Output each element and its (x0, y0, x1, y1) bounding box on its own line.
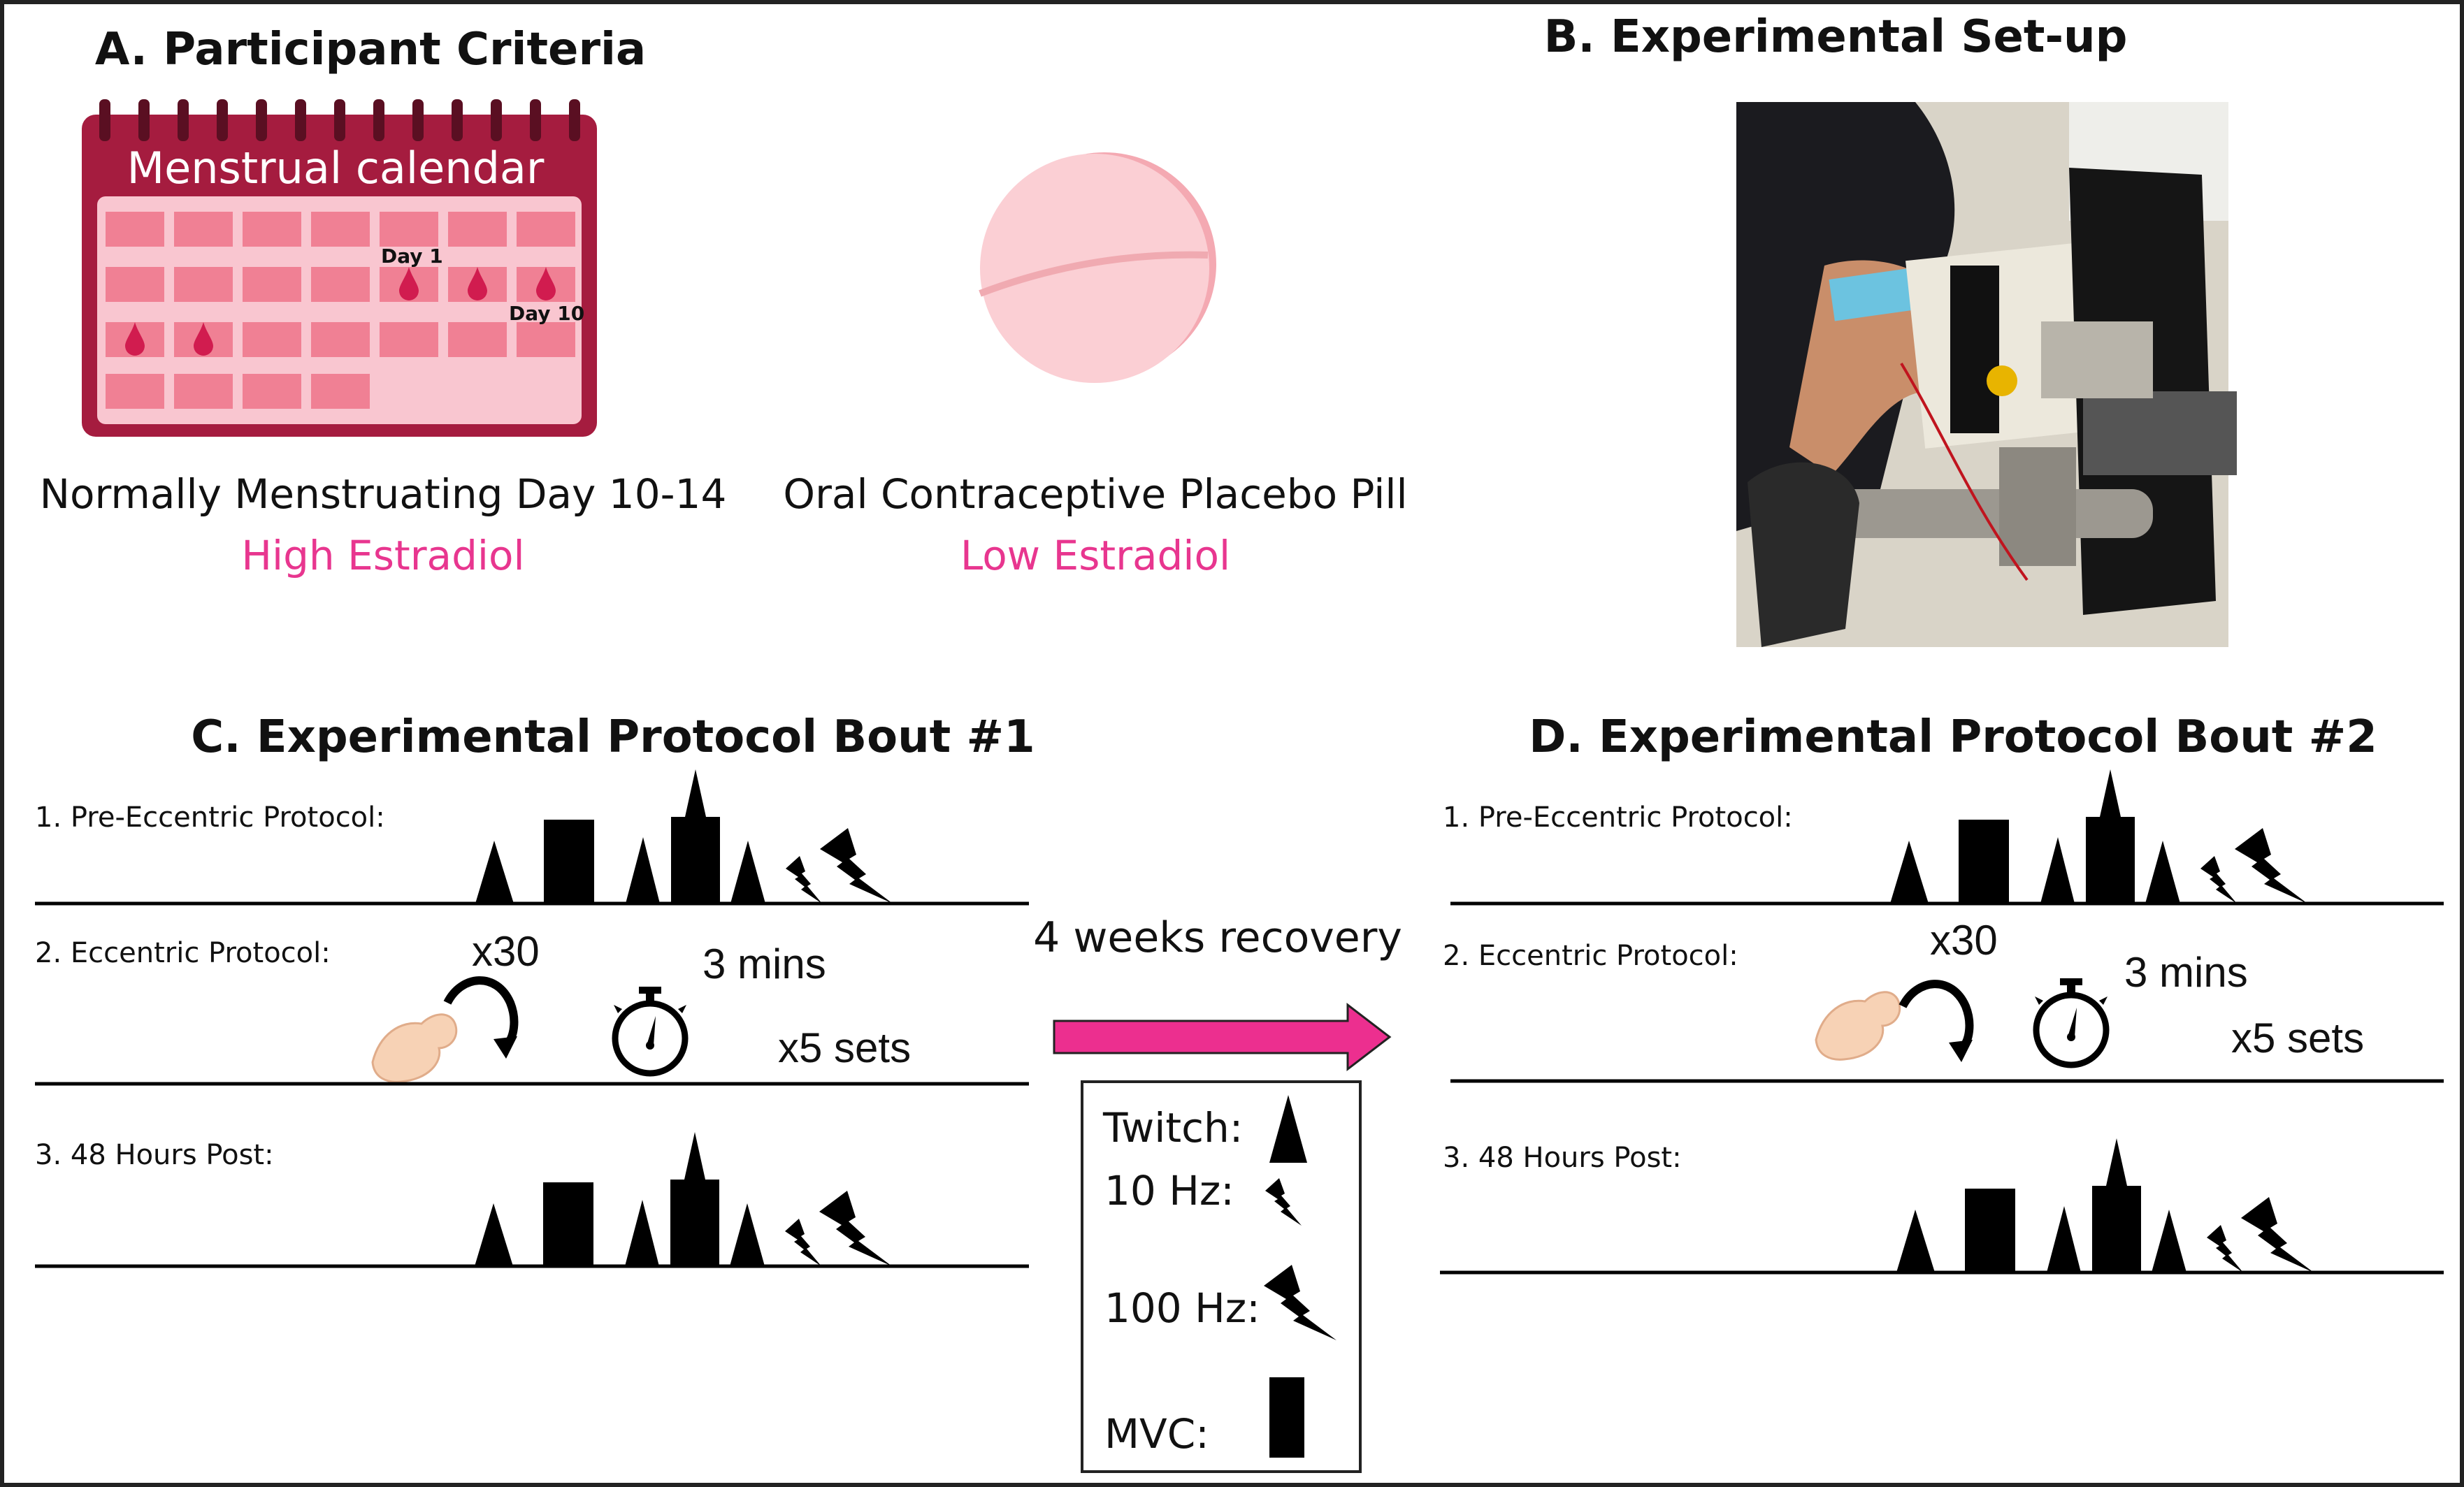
recovery-arrow (1053, 1002, 1392, 1072)
legend-mvc-icon (1269, 1377, 1304, 1458)
calendar-day-cell (243, 322, 301, 357)
placebo-pill-icon (979, 152, 1216, 383)
calendar-day-cell (517, 212, 575, 247)
calendar-day-cell (380, 212, 438, 247)
panel-a-title: A. Participant Criteria (95, 24, 646, 75)
c-step3-label: 3. 48 Hours Post: (35, 1139, 274, 1171)
calendar-day-cell (311, 212, 370, 247)
calendar-day-cell (311, 374, 370, 409)
c-step1-label: 1. Pre-Eccentric Protocol: (35, 801, 385, 834)
day-10-label: Day 10 (509, 302, 584, 325)
calendar-day-cell (106, 374, 164, 409)
legend-100hz-label: 100 Hz: (1104, 1284, 1260, 1332)
c-reps: x30 (472, 928, 540, 975)
d-sets: x5 sets (2231, 1015, 2364, 1061)
blood-drop-icon (399, 267, 419, 300)
calendar-day-cell (174, 212, 233, 247)
blood-drop-icon (536, 267, 556, 300)
recovery-label: 4 weeks recovery (1033, 913, 1402, 962)
calendar-day-cell (106, 212, 164, 247)
calendar-day-cell (243, 374, 301, 409)
panel-c-title: C. Experimental Protocol Bout #1 (191, 711, 1035, 763)
panel-b-title: B. Experimental Set-up (1544, 11, 2128, 63)
calendar-day-cell (243, 267, 301, 302)
group1-hormone: High Estradiol (241, 532, 524, 579)
calendar-day-cell (517, 322, 575, 357)
legend-box: Twitch: 10 Hz: 100 Hz: MVC: (1081, 1080, 1362, 1473)
calendar-day-cell (380, 322, 438, 357)
calendar-day-cell (174, 267, 233, 302)
experimental-setup-photo (1736, 102, 2237, 647)
calendar-day-cell (243, 212, 301, 247)
blood-drop-icon (468, 267, 487, 300)
calendar-day-cell (448, 322, 507, 357)
c-sets: x5 sets (778, 1024, 911, 1071)
d-reps: x30 (1930, 917, 1998, 964)
calendar-day-cell (311, 267, 370, 302)
menstrual-calendar-icon: Menstrual calendar Day 1 Day 10 (82, 99, 597, 437)
group2-label: Oral Contraceptive Placebo Pill (783, 470, 1407, 518)
legend-10hz-label: 10 Hz: (1104, 1167, 1234, 1214)
d-step1-label: 1. Pre-Eccentric Protocol: (1443, 801, 1793, 834)
c-step2-label: 2. Eccentric Protocol: (35, 937, 331, 969)
calendar-day-cell (174, 374, 233, 409)
blood-drop-icon (194, 322, 213, 356)
c-rest: 3 mins (703, 941, 826, 987)
calendar-day-cell (448, 212, 507, 247)
d-rest: 3 mins (2124, 949, 2248, 996)
legend-twitch-icon (1269, 1095, 1307, 1163)
blood-drop-icon (125, 322, 145, 356)
legend-mvc-label: MVC: (1104, 1410, 1209, 1458)
calendar-title: Menstrual calendar (127, 143, 545, 194)
calendar-day-cell (106, 267, 164, 302)
group2-hormone: Low Estradiol (960, 532, 1230, 579)
day-1-label: Day 1 (381, 245, 443, 268)
group1-label: Normally Menstruating Day 10-14 (40, 470, 727, 518)
panel-d-title: D. Experimental Protocol Bout #2 (1529, 711, 2377, 763)
d-step3-label: 3. 48 Hours Post: (1443, 1142, 1682, 1174)
d-step2-label: 2. Eccentric Protocol: (1443, 940, 1738, 972)
legend-twitch-label: Twitch: (1102, 1104, 1243, 1152)
calendar-day-cell (311, 322, 370, 357)
